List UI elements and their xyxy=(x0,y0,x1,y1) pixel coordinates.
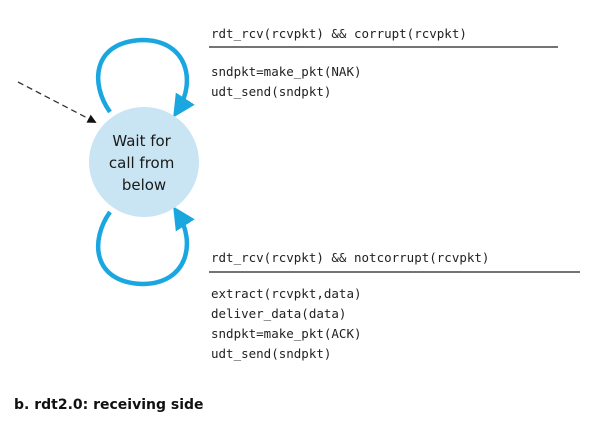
transition-action: deliver_data(data) xyxy=(211,306,346,321)
initial-state-arrow xyxy=(17,81,97,123)
transition-corrupt: rdt_rcv(rcvpkt) && corrupt(rcvpkt) sndpk… xyxy=(209,26,558,99)
transition-notcorrupt: rdt_rcv(rcvpkt) && notcorrupt(rcvpkt) ex… xyxy=(209,250,580,361)
state-wait-for-call-from-below xyxy=(89,107,199,217)
transition-event: rdt_rcv(rcvpkt) && corrupt(rcvpkt) xyxy=(211,26,467,41)
transition-action: sndpkt=make_pkt(NAK) xyxy=(211,64,362,79)
figure-caption: b. rdt2.0: receiving side xyxy=(14,397,204,413)
state-label-line: Wait for xyxy=(112,132,171,150)
state-label: Wait for call from below xyxy=(109,132,179,194)
transition-action: udt_send(sndpkt) xyxy=(211,84,331,99)
bottom-self-loop-arrow xyxy=(96,206,195,287)
transition-action: udt_send(sndpkt) xyxy=(211,346,331,361)
state-label-line: call from xyxy=(109,154,174,172)
transition-action: extract(rcvpkt,data) xyxy=(211,286,362,301)
state-label-line: below xyxy=(122,176,166,194)
top-self-loop-arrow xyxy=(96,37,195,118)
transition-event: rdt_rcv(rcvpkt) && notcorrupt(rcvpkt) xyxy=(211,250,489,265)
transition-action: sndpkt=make_pkt(ACK) xyxy=(211,326,362,341)
